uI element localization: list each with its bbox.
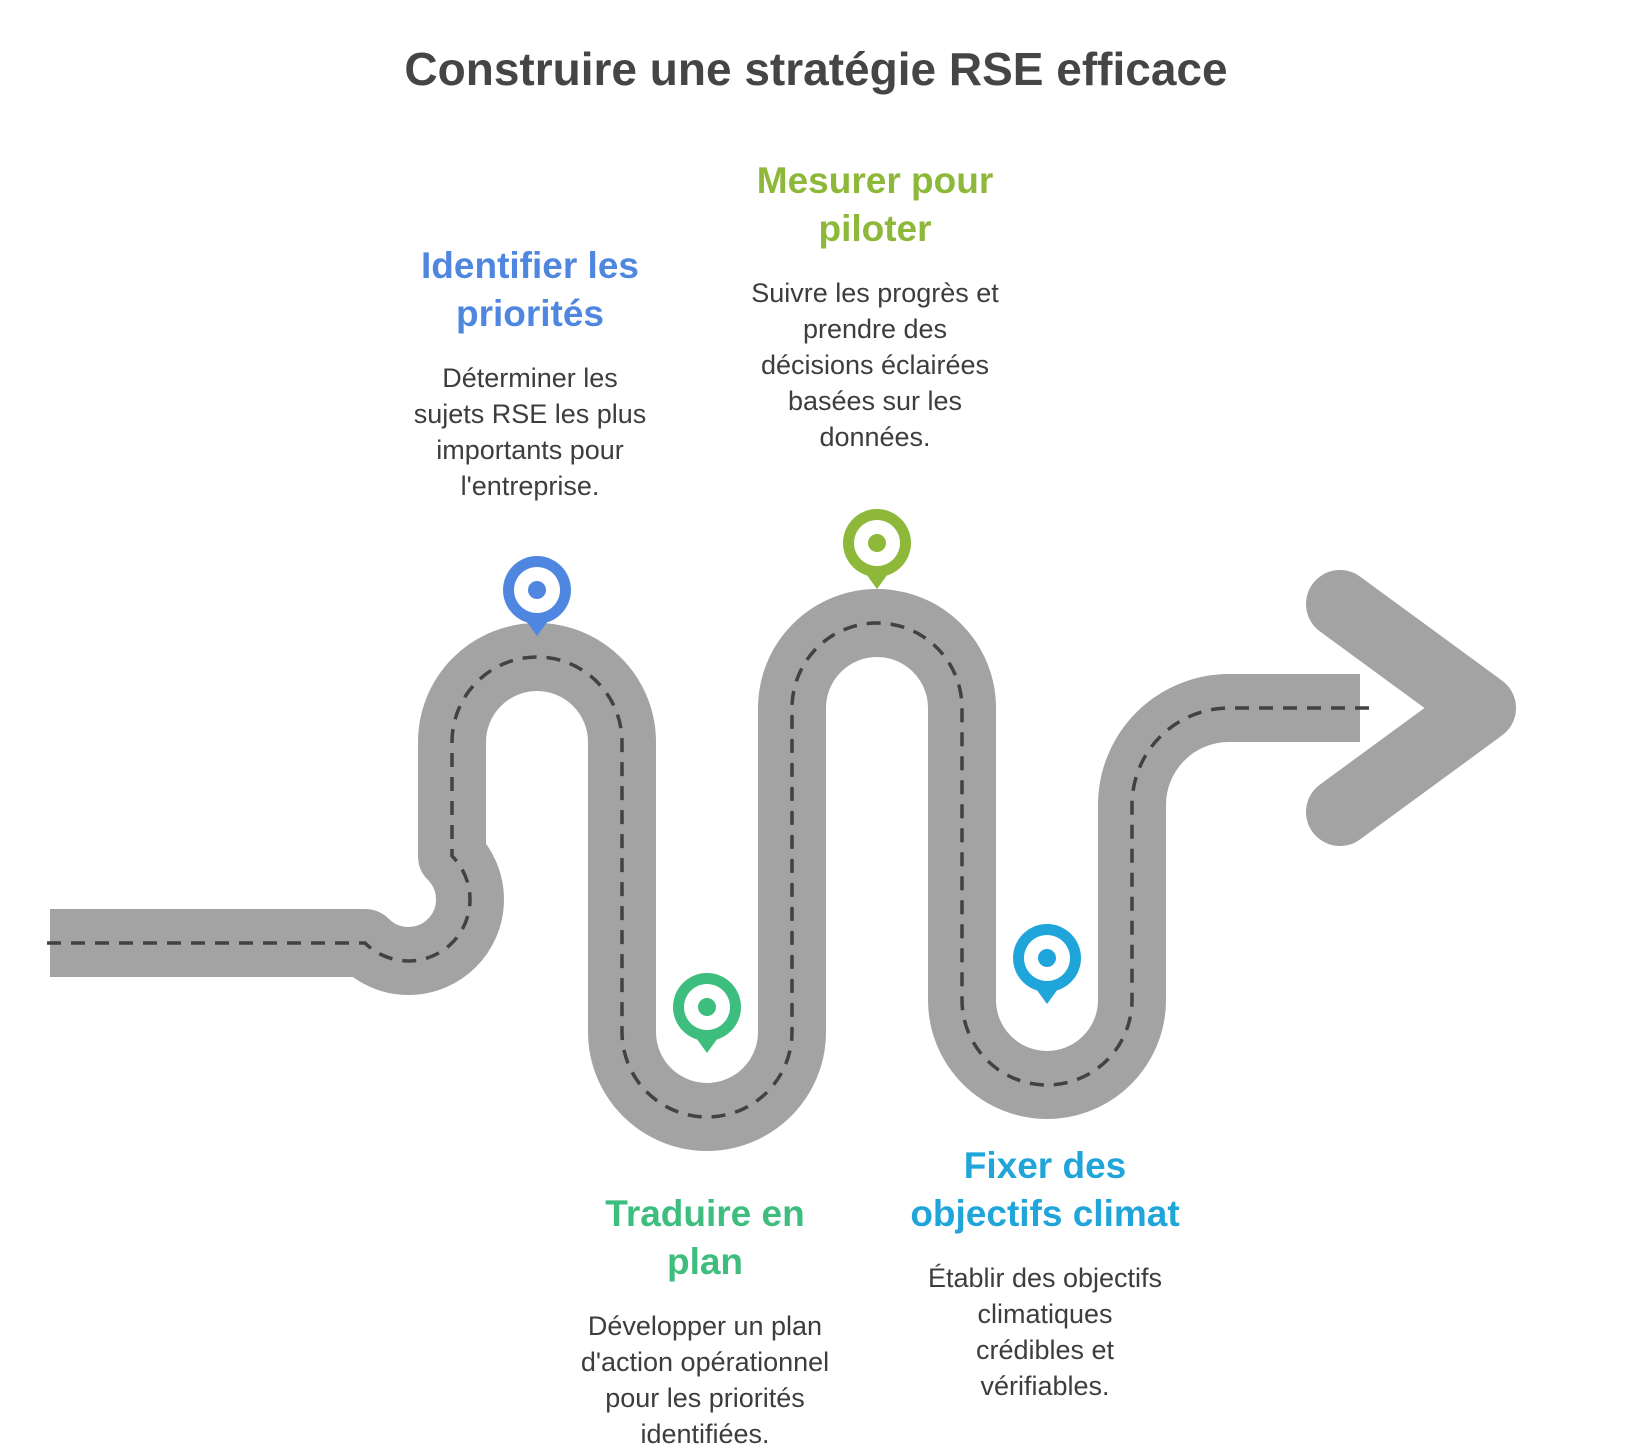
step-description: Établir des objectifs climatiques crédib… — [927, 1263, 1163, 1401]
step-traduire: Traduire en plan Développer un plan d'ac… — [540, 1190, 870, 1452]
location-pin-icon — [843, 509, 911, 589]
location-pin-icon — [673, 973, 741, 1053]
step-fixer: Fixer des objectifs climat Établir des o… — [880, 1142, 1210, 1404]
step-heading: Fixer des objectifs climat — [910, 1145, 1180, 1234]
step-description: Déterminer les sujets RSE les plus impor… — [413, 363, 647, 501]
location-pin-icon — [1013, 924, 1081, 1004]
step-heading: Mesurer pour piloter — [756, 160, 994, 249]
step-description: Suivre les progrès et prendre des décisi… — [751, 278, 999, 452]
location-pin-icon — [503, 556, 571, 636]
step-identifier: Identifier les priorités Déterminer les … — [380, 242, 680, 504]
step-heading: Identifier les priorités — [421, 245, 639, 334]
page-title: Construire une stratégie RSE efficace — [404, 43, 1228, 95]
road-arrow-head — [1306, 570, 1516, 846]
step-description: Développer un plan d'action opérationnel… — [580, 1311, 830, 1449]
step-mesurer: Mesurer pour piloter Suivre les progrès … — [715, 157, 1035, 455]
step-heading: Traduire en plan — [605, 1193, 805, 1282]
road-center-line — [47, 621, 1375, 1119]
